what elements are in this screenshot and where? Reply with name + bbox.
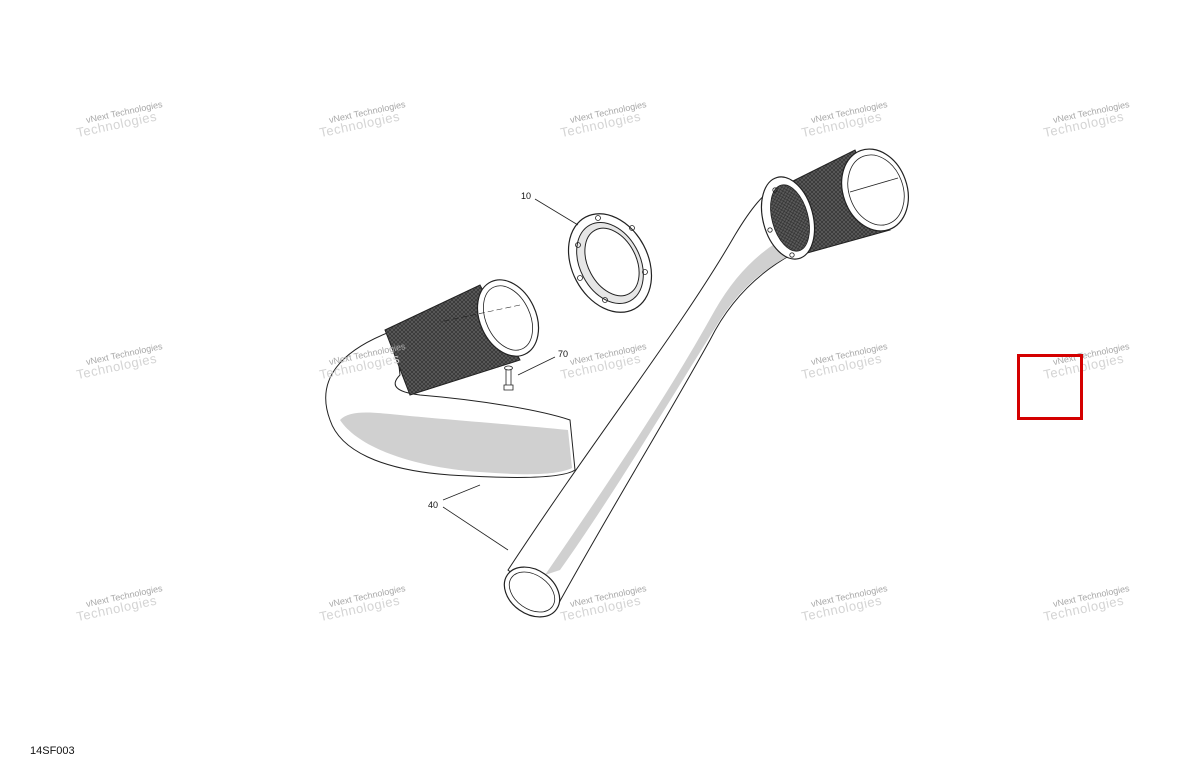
callout-70[interactable]: 70: [558, 349, 569, 359]
callout-40[interactable]: 40: [428, 500, 439, 510]
bolt: [503, 365, 514, 391]
long-pipe: [503, 184, 801, 618]
flange-ring: [567, 213, 653, 313]
selection-highlight[interactable]: [1017, 354, 1083, 420]
diagram-code: 14SF003: [30, 745, 75, 757]
upper-pipe: [760, 148, 909, 260]
bent-pipe: [325, 279, 576, 478]
leader-lines: [442, 198, 579, 551]
callout-10[interactable]: 10: [521, 191, 532, 201]
